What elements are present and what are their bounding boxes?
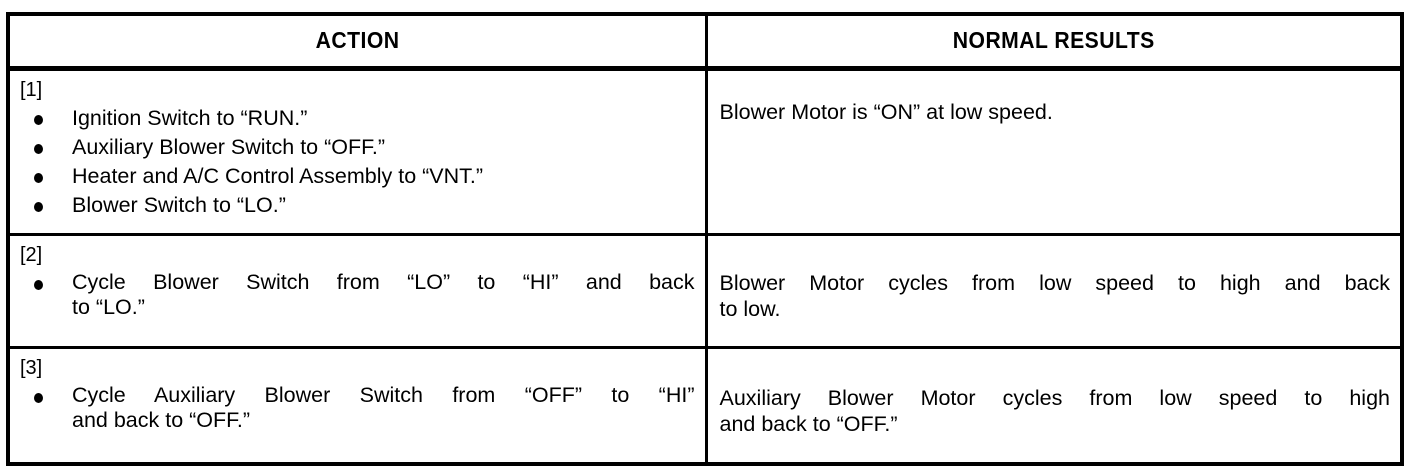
normal-result-line: Blower Motor cycles from low speed to hi… xyxy=(719,270,1391,295)
action-step-text: Heater and A/C Control Assembly to “VNT.… xyxy=(72,163,484,188)
action-step-text: Blower Switch to “LO.” xyxy=(72,192,286,217)
action-bullet-list: Ignition Switch to “RUN.” Auxiliary Blow… xyxy=(20,105,695,220)
action-step-line: Cycle Auxiliary Blower Switch from “OFF”… xyxy=(72,382,695,407)
list-item: Heater and A/C Control Assembly to “VNT.… xyxy=(20,163,695,191)
action-cell-step-2: [2] Cycle Blower Switch from “LO” to “HI… xyxy=(6,232,708,348)
list-item: Blower Switch to “LO.” xyxy=(20,192,695,220)
table-header-row: ACTION NORMAL RESULTS xyxy=(6,14,1404,71)
bullet-icon xyxy=(34,115,43,126)
column-header-normal-results-label: NORMAL RESULTS xyxy=(952,27,1155,53)
list-item: Cycle Auxiliary Blower Switch from “OFF”… xyxy=(20,383,695,433)
result-cell-step-2: Blower Motor cycles from low speed to hi… xyxy=(704,232,1404,348)
bullet-icon xyxy=(34,392,43,403)
action-cell-step-3: [3] Cycle Auxiliary Blower Switch from “… xyxy=(6,345,708,464)
action-step-text: Ignition Switch to “RUN.” xyxy=(72,106,308,130)
normal-result-text: Auxiliary Blower Motor cycles from low s… xyxy=(720,385,1391,437)
bullet-icon xyxy=(34,172,43,183)
normal-result-text: Blower Motor is “ON” at low speed. xyxy=(720,99,1391,125)
result-cell-step-3: Auxiliary Blower Motor cycles from low s… xyxy=(704,345,1404,464)
action-cell-step-1: [1] Ignition Switch to “RUN.” Auxiliary … xyxy=(6,68,708,235)
step-number: [1] xyxy=(20,79,43,101)
column-header-action: ACTION xyxy=(6,14,708,71)
step-number: [2] xyxy=(20,243,43,266)
action-step-text: Cycle Blower Switch from “LO” to “HI” an… xyxy=(72,270,695,320)
normal-result-line: Blower Motor is “ON” at low speed. xyxy=(719,100,1053,124)
action-step-text: Cycle Auxiliary Blower Switch from “OFF”… xyxy=(72,383,695,433)
action-step-line: Cycle Blower Switch from “LO” to “HI” an… xyxy=(72,269,695,294)
table-row: [2] Cycle Blower Switch from “LO” to “HI… xyxy=(6,232,1404,348)
normal-result-text: Blower Motor cycles from low speed to hi… xyxy=(720,270,1391,322)
result-cell-step-1: Blower Motor is “ON” at low speed. xyxy=(704,68,1404,235)
normal-result-line: to low. xyxy=(719,296,781,321)
column-header-action-label: ACTION xyxy=(315,27,400,53)
table-row: [3] Cycle Auxiliary Blower Switch from “… xyxy=(6,345,1404,464)
list-item: Auxiliary Blower Switch to “OFF.” xyxy=(20,134,695,162)
step-number: [3] xyxy=(20,356,43,379)
bullet-icon xyxy=(34,144,43,155)
list-item: Ignition Switch to “RUN.” xyxy=(20,105,695,133)
column-header-normal-results: NORMAL RESULTS xyxy=(704,14,1404,71)
bullet-icon xyxy=(34,279,43,290)
action-bullet-list: Cycle Auxiliary Blower Switch from “OFF”… xyxy=(20,383,695,433)
normal-result-line: and back to “OFF.” xyxy=(719,411,898,436)
action-bullet-list: Cycle Blower Switch from “LO” to “HI” an… xyxy=(20,270,695,320)
bullet-icon xyxy=(34,201,43,212)
list-item: Cycle Blower Switch from “LO” to “HI” an… xyxy=(20,270,695,320)
action-step-line: to “LO.” xyxy=(72,294,145,319)
action-step-line: and back to “OFF.” xyxy=(72,407,251,432)
normal-result-line: Auxiliary Blower Motor cycles from low s… xyxy=(719,385,1391,410)
diagnostic-procedure-table: ACTION NORMAL RESULTS [1] Ignition Sw xyxy=(6,12,1404,466)
table-row: [1] Ignition Switch to “RUN.” Auxiliary … xyxy=(6,68,1404,235)
action-step-text: Auxiliary Blower Switch to “OFF.” xyxy=(72,134,386,159)
